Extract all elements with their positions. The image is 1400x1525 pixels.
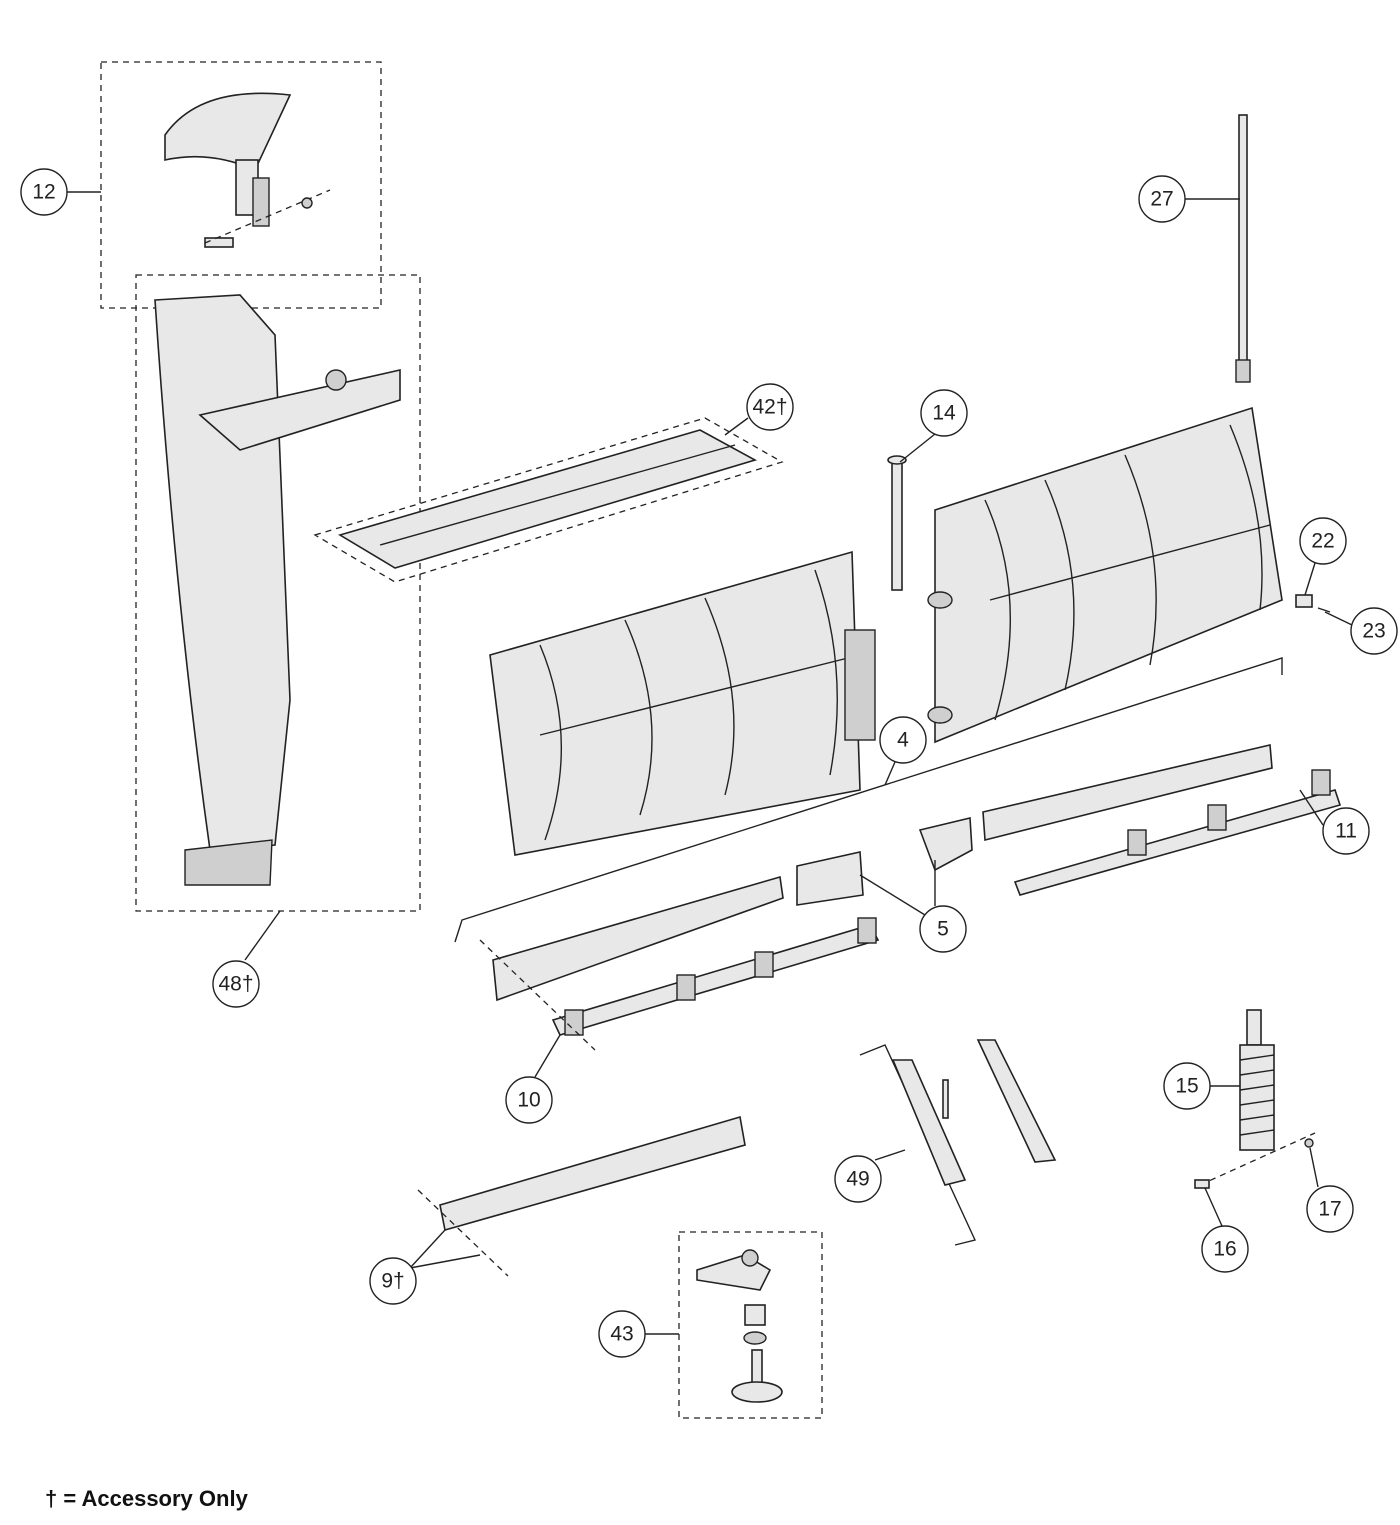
callout-5: 5 <box>919 905 967 953</box>
callout-label: 48† <box>218 973 253 996</box>
group-box-43 <box>678 1231 823 1419</box>
part-49-stand <box>859 1039 1057 1246</box>
group-box-48 <box>135 274 421 912</box>
part-14-pin <box>887 455 907 591</box>
part-43-caster <box>696 1249 783 1403</box>
left-moldboard <box>489 550 876 856</box>
part-48-hitch <box>154 294 401 886</box>
part-9-rubber <box>417 1115 746 1277</box>
part-42-guide <box>338 429 758 569</box>
callout-16: 16 <box>1201 1225 1249 1273</box>
callout-12: 12 <box>20 168 68 216</box>
callout-42: 42† <box>746 383 794 431</box>
callout-label: 4 <box>897 729 909 752</box>
callout-label: 23 <box>1362 620 1385 643</box>
callout-14: 14 <box>920 389 968 437</box>
accessory-legend: † = Accessory Only <box>45 1486 248 1511</box>
part-4-cutting-edge <box>454 657 1283 943</box>
part-12-deflector <box>164 92 331 248</box>
callout-label: 22 <box>1311 530 1334 553</box>
callout-49: 49 <box>834 1155 882 1203</box>
callout-label: 49 <box>846 1168 869 1191</box>
callout-10: 10 <box>505 1076 553 1124</box>
part-22-23-pin <box>1295 594 1331 613</box>
callout-label: 16 <box>1213 1238 1236 1261</box>
callout-label: 42† <box>752 396 787 419</box>
callout-4: 4 <box>879 716 927 764</box>
callout-17: 17 <box>1306 1185 1354 1233</box>
callout-23: 23 <box>1350 607 1398 655</box>
callout-label: 12 <box>32 181 55 204</box>
callout-43: 43 <box>598 1310 646 1358</box>
part-11-edge-mount <box>982 744 1342 896</box>
callout-label: 10 <box>517 1089 540 1112</box>
callout-11: 11 <box>1322 807 1370 855</box>
callout-label: 27 <box>1150 188 1173 211</box>
callout-label: 9† <box>381 1270 404 1293</box>
callout-48: 48† <box>212 960 260 1008</box>
callout-27: 27 <box>1138 175 1186 223</box>
callout-9: 9† <box>369 1257 417 1305</box>
part-15-spring <box>1194 1009 1316 1189</box>
right-moldboard <box>927 406 1283 744</box>
group-box-42 <box>313 417 784 583</box>
callout-22: 22 <box>1299 517 1347 565</box>
callout-label: 5 <box>937 918 949 941</box>
part-5-shoe <box>796 816 973 906</box>
part-27-rod <box>1235 114 1251 383</box>
callout-label: 14 <box>932 402 956 425</box>
callout-label: 15 <box>1175 1075 1198 1098</box>
callout-15: 15 <box>1163 1062 1211 1110</box>
callout-label: 11 <box>1335 820 1357 843</box>
callout-label: 17 <box>1318 1198 1341 1221</box>
part-10-edge-mount <box>479 875 880 1051</box>
leader-lines <box>67 191 1353 1335</box>
callout-label: 43 <box>610 1323 633 1346</box>
